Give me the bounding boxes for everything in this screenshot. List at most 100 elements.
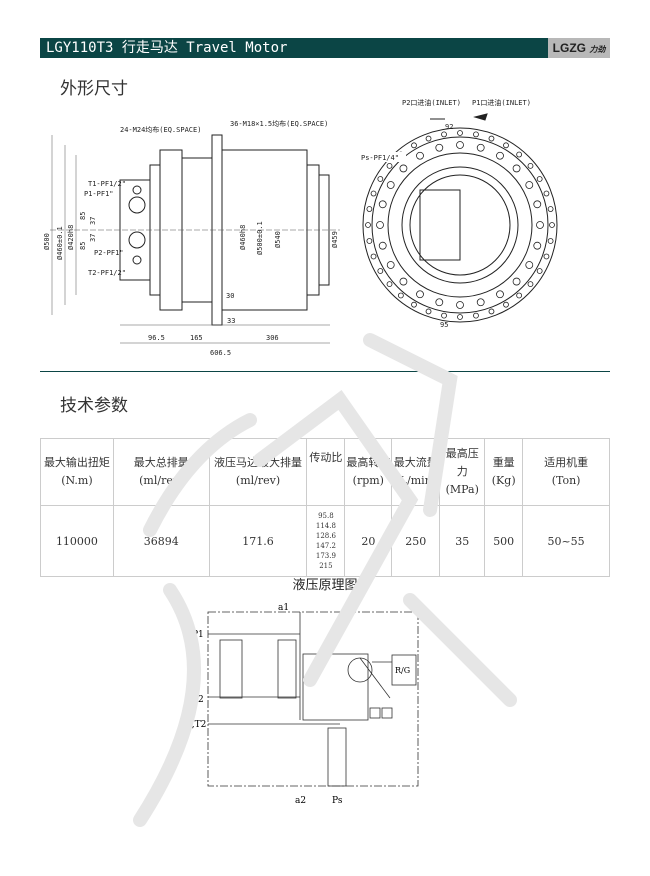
bolt-hole <box>533 200 542 209</box>
bolt-hole <box>512 164 521 173</box>
bolt-hole <box>473 131 479 138</box>
dim-37a: 37 <box>89 217 97 225</box>
dimensions-heading: 外形尺寸 <box>60 79 128 99</box>
bolt-hole <box>386 181 395 189</box>
port-a2: a2 <box>295 796 306 806</box>
label-p2-inlet: P2口进油(INLET) <box>402 98 461 107</box>
specs-heading: 技术参数 <box>60 396 128 416</box>
dim-85b: 85 <box>79 242 87 250</box>
port-p1: P1 <box>192 630 204 640</box>
bolt-hole <box>456 301 464 309</box>
bolt-hole <box>543 190 550 197</box>
dim-92: 92 <box>445 123 453 131</box>
logo-text: LGZG <box>552 41 586 55</box>
header-machine: 适用机重(Ton) <box>522 438 610 506</box>
header-weight: 重量(Kg) <box>484 438 524 506</box>
bolt-hole <box>456 141 464 149</box>
dim-30: 30 <box>226 292 234 300</box>
bolt-hole <box>365 222 371 228</box>
cell-pressure: 35 <box>439 505 486 577</box>
front-view-drawing: P2口进油(INLET) P1口进油(INLET) 92 Ps-PF1/4" 7… <box>360 98 558 329</box>
hydraulic-heading: 液压原理图 <box>292 578 358 593</box>
header-torque: 最大输出扭矩(N.m) <box>40 438 114 506</box>
section-divider <box>40 371 610 372</box>
spec-table: 最大输出扭矩(N.m) 最大总排量(ml/rev) 液压马达最大排量(ml/re… <box>40 438 610 577</box>
bolt-hole <box>411 142 417 149</box>
bolt-hole <box>377 268 384 274</box>
bolt-hole <box>525 181 534 189</box>
bolt-hole <box>366 206 373 212</box>
dim-95: 95 <box>440 321 448 329</box>
bolt-hole <box>370 190 377 197</box>
bolt-hole <box>399 164 408 173</box>
bolt-hole <box>533 241 542 250</box>
cell-weight: 500 <box>484 505 524 577</box>
bolt-hole <box>503 301 509 308</box>
cell-torque: 110000 <box>40 505 114 577</box>
port-t1-t2: T1,T2 <box>180 720 206 730</box>
bolt-hole <box>435 143 444 152</box>
cell-machine: 50~55 <box>522 505 610 577</box>
dim-d459: Ø459 <box>331 231 339 248</box>
rg-box-label: R/G <box>395 666 410 675</box>
bolt-hole <box>549 222 555 228</box>
bolt-hole <box>536 268 543 274</box>
bolt-hole <box>536 221 544 229</box>
dim-33: 33 <box>227 317 235 325</box>
dim-606-5: 606.5 <box>210 349 231 357</box>
port-ps: Ps <box>332 796 343 806</box>
bolt-hole <box>496 151 504 160</box>
watermark <box>133 333 517 827</box>
dim-d500b: Ø500±0.1 <box>256 221 264 255</box>
bolt-hole <box>416 290 424 299</box>
bolt-hole <box>386 261 395 269</box>
port-a1: a1 <box>278 603 289 613</box>
table-header-row: 最大输出扭矩(N.m) 最大总排量(ml/rev) 液压马达最大排量(ml/re… <box>40 438 610 506</box>
header-title: LGY110T3 行走马达 Travel Motor <box>40 38 548 58</box>
bolt-hole <box>516 292 523 299</box>
label-ps: Ps-PF1/4" <box>361 154 399 162</box>
brand-logo: LGZG 力劲 <box>548 38 610 58</box>
header-motor-disp: 液压马达最大排量(ml/rev) <box>208 438 308 506</box>
bolt-hole <box>503 142 509 149</box>
label-p1: P1-PF1" <box>84 190 114 198</box>
bolt-hole <box>496 290 504 299</box>
bolt-hole <box>457 130 463 136</box>
bolt-hole <box>435 298 444 307</box>
bolt-hole <box>397 292 404 299</box>
dim-306: 306 <box>266 334 279 342</box>
label-m18: 36-M18×1.5均布(EQ.SPACE) <box>230 119 328 128</box>
bolt-hole <box>370 253 377 260</box>
label-m24: 24-M24均布(EQ.SPACE) <box>120 125 201 134</box>
bolt-hole <box>378 200 387 209</box>
bolt-hole <box>376 221 384 229</box>
dim-d420: Ø420h8 <box>67 225 75 250</box>
bolt-hole <box>425 135 432 142</box>
bolt-hole <box>441 131 447 138</box>
bolt-hole <box>525 261 534 269</box>
header-ratio: 传动比 <box>306 438 346 506</box>
bolt-hole <box>488 308 495 315</box>
bolt-hole <box>386 281 393 288</box>
bolt-hole <box>425 308 432 315</box>
label-p1-inlet: P1口进油(INLET) <box>472 98 531 107</box>
bolt-hole <box>536 176 543 182</box>
dim-d540: Ø540 <box>274 231 282 248</box>
bolt-hole <box>366 238 373 244</box>
bolt-hole <box>476 143 485 152</box>
bolt-hole <box>441 312 447 319</box>
bolt-hole <box>377 176 384 182</box>
bolt-hole <box>516 151 523 158</box>
dim-d460h8: Ø460h8 <box>239 225 247 250</box>
bolt-hole <box>527 162 534 169</box>
bolt-hole <box>378 241 387 250</box>
dim-d500: Ø500 <box>43 233 51 250</box>
header-pressure: 最高压力(MPa) <box>439 438 486 506</box>
bolt-hole <box>543 253 550 260</box>
label-t2: T2-PF1/2" <box>88 269 126 277</box>
dim-165: 165 <box>190 334 203 342</box>
bolt-hole <box>547 238 554 244</box>
